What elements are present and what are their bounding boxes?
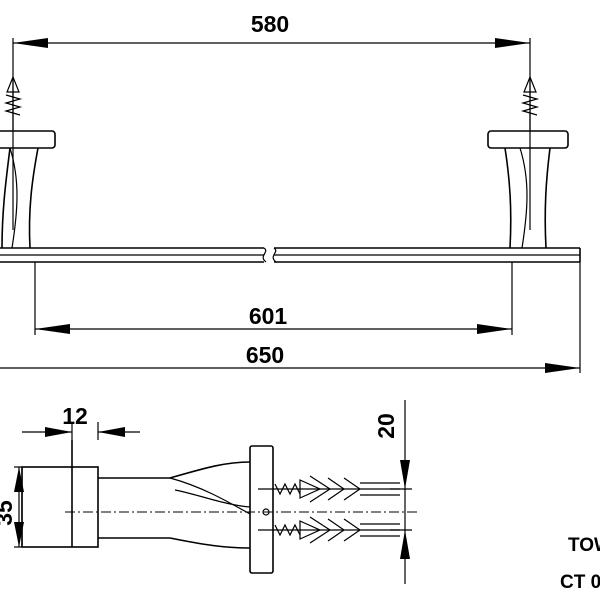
dim-601-label: 601	[249, 303, 288, 329]
dimension-20: 20	[373, 400, 412, 584]
left-bracket	[0, 130, 56, 249]
wall-plate	[249, 445, 274, 574]
front-view: 580	[0, 11, 581, 373]
product-label-line2: CT 0	[560, 572, 600, 593]
upper-screw-anchor	[258, 475, 400, 503]
side-view: 12	[0, 400, 420, 584]
dim-650-label: 650	[246, 342, 284, 368]
left-wall-anchor	[3, 75, 23, 130]
product-label: TOW CT 0	[560, 535, 600, 593]
dimension-650: 650	[0, 262, 581, 373]
bracket-arm	[98, 461, 251, 549]
bar-end-section	[21, 440, 99, 548]
dimension-12: 12	[22, 403, 140, 440]
dimension-601: 601	[34, 262, 513, 335]
dim-20-label: 20	[373, 413, 399, 439]
dim-12-label: 12	[62, 403, 88, 429]
right-wall-anchor	[520, 75, 540, 130]
towel-bar	[0, 247, 581, 263]
dimension-580: 580	[12, 11, 531, 230]
lower-screw-anchor	[258, 516, 400, 544]
right-bracket	[487, 130, 569, 249]
dim-35-label: 35	[0, 500, 17, 526]
dimension-35: 35	[0, 466, 24, 548]
dim-580-label: 580	[251, 11, 289, 37]
product-label-line1: TOW	[568, 535, 600, 556]
